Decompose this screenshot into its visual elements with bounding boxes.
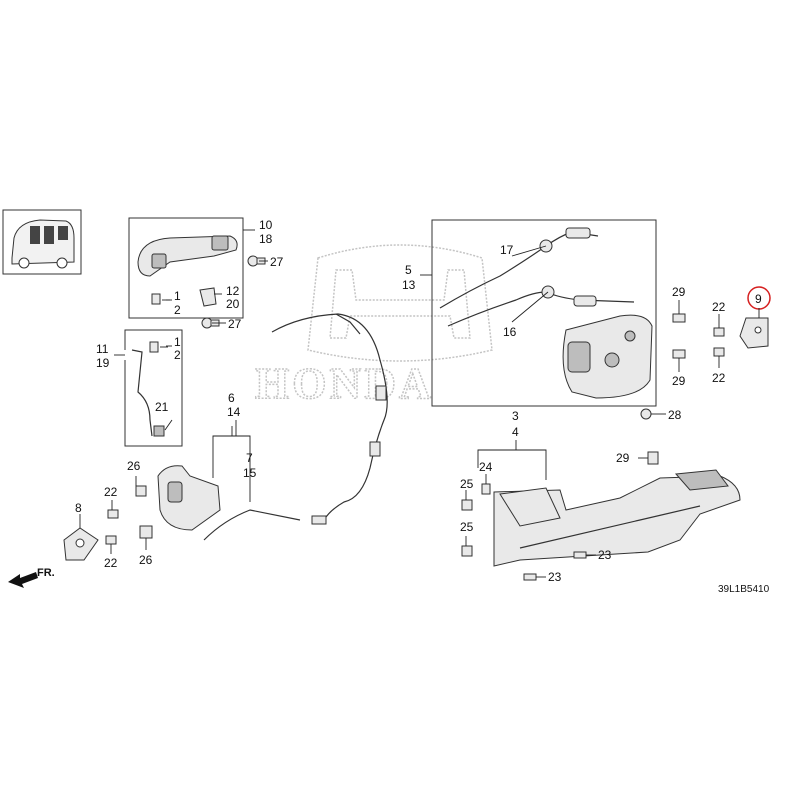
bolt-26-upper[interactable] xyxy=(135,485,147,497)
brand-watermark: HONDA xyxy=(254,244,493,409)
callout-labels: 1 2 1 2 3 4 5 6 7 8 9 10 11 12 13 14 15 … xyxy=(75,218,762,584)
screw-22-lower[interactable] xyxy=(713,347,725,357)
group-lower-rail-bracket xyxy=(477,440,547,480)
bolt-29-rail[interactable] xyxy=(647,451,659,465)
callout-6[interactable]: 6 xyxy=(228,391,235,405)
rod-grommet[interactable] xyxy=(153,425,165,437)
outer-door-handle[interactable] xyxy=(137,235,238,277)
callout-21[interactable]: 21 xyxy=(155,400,169,414)
callout-18[interactable]: 18 xyxy=(259,232,273,246)
callout-27[interactable]: 27 xyxy=(270,255,284,269)
group-inner-rod xyxy=(114,329,183,447)
cable-17[interactable] xyxy=(439,227,599,309)
callout-22[interactable]: 22 xyxy=(712,371,726,385)
screw-23-upper[interactable] xyxy=(573,551,587,559)
callout-11[interactable]: 11 xyxy=(96,342,109,356)
callout-23[interactable]: 23 xyxy=(548,570,562,584)
screw-29-upper[interactable] xyxy=(672,313,686,323)
callout-1[interactable]: 1 xyxy=(174,335,181,349)
handle-clip[interactable] xyxy=(151,293,161,305)
rod-clip[interactable] xyxy=(149,341,159,353)
leader-lines xyxy=(79,245,760,578)
door-striker[interactable] xyxy=(739,317,769,349)
honda-h-logo-watermark xyxy=(307,244,493,362)
screw-22-left-upper[interactable] xyxy=(107,509,119,519)
callout-7[interactable]: 7 xyxy=(246,451,253,465)
callout-3[interactable]: 3 xyxy=(512,409,519,423)
screw-22-upper[interactable] xyxy=(713,327,725,337)
callout-16[interactable]: 16 xyxy=(503,325,517,339)
callout-23[interactable]: 23 xyxy=(598,548,612,562)
callout-25[interactable]: 25 xyxy=(460,477,474,491)
front-arrow-icon xyxy=(8,572,38,588)
callout-15[interactable]: 15 xyxy=(243,466,257,480)
front-direction-indicator: FR. xyxy=(8,567,55,588)
callout-25[interactable]: 25 xyxy=(460,520,474,534)
lock-rod[interactable] xyxy=(131,349,153,437)
clip-25-upper[interactable] xyxy=(461,499,473,511)
cable-6-14-bracket[interactable] xyxy=(157,426,251,531)
callout-10[interactable]: 10 xyxy=(259,218,273,232)
callout-1[interactable]: 1 xyxy=(174,289,181,303)
callout-29[interactable]: 29 xyxy=(672,374,686,388)
callout-19[interactable]: 19 xyxy=(96,356,110,370)
screw-23-lower[interactable] xyxy=(523,573,537,581)
callout-8[interactable]: 8 xyxy=(75,501,82,515)
callout-2[interactable]: 2 xyxy=(174,303,181,317)
callout-29[interactable]: 29 xyxy=(616,451,630,465)
callout-29[interactable]: 29 xyxy=(672,285,686,299)
callout-27[interactable]: 27 xyxy=(228,317,242,331)
group-inner-cables xyxy=(420,219,657,407)
callout-28[interactable]: 28 xyxy=(668,408,682,422)
callout-26[interactable]: 26 xyxy=(127,459,141,473)
group-outer-handle xyxy=(128,217,255,319)
callout-12[interactable]: 12 xyxy=(226,284,240,298)
vehicle-thumbnail xyxy=(2,209,82,275)
lower-roller-rail[interactable] xyxy=(493,469,741,567)
cable-7-15[interactable] xyxy=(203,420,301,541)
callout-20[interactable]: 20 xyxy=(226,297,240,311)
callout-22[interactable]: 22 xyxy=(104,485,118,499)
diagram-code: 39L1B5410 xyxy=(718,584,770,595)
clip-24[interactable] xyxy=(481,483,491,495)
callout-13[interactable]: 13 xyxy=(402,278,416,292)
callout-9[interactable]: 9 xyxy=(755,292,762,306)
callout-5[interactable]: 5 xyxy=(405,263,412,277)
door-lock-actuator[interactable] xyxy=(562,314,653,399)
screw-22-left-lower[interactable] xyxy=(105,535,117,545)
remote-cable-assembly[interactable] xyxy=(271,313,388,525)
hinge-plate-8[interactable] xyxy=(63,527,99,561)
callout-24[interactable]: 24 xyxy=(479,460,493,474)
front-label: FR. xyxy=(37,567,55,579)
callout-22[interactable]: 22 xyxy=(104,556,118,570)
callout-17[interactable]: 17 xyxy=(500,243,514,257)
callout-14[interactable]: 14 xyxy=(227,405,241,419)
bolt-26-lower[interactable] xyxy=(139,525,153,539)
bolt-28[interactable] xyxy=(640,408,652,420)
bracket-12-20[interactable] xyxy=(199,287,217,307)
brand-watermark-text: HONDA xyxy=(255,359,434,408)
callout-26[interactable]: 26 xyxy=(139,553,153,567)
callout-22[interactable]: 22 xyxy=(712,300,726,314)
clip-25-lower[interactable] xyxy=(461,545,473,557)
callout-2[interactable]: 2 xyxy=(174,348,181,362)
screw-29-lower[interactable] xyxy=(672,349,686,359)
callout-4[interactable]: 4 xyxy=(512,425,519,439)
